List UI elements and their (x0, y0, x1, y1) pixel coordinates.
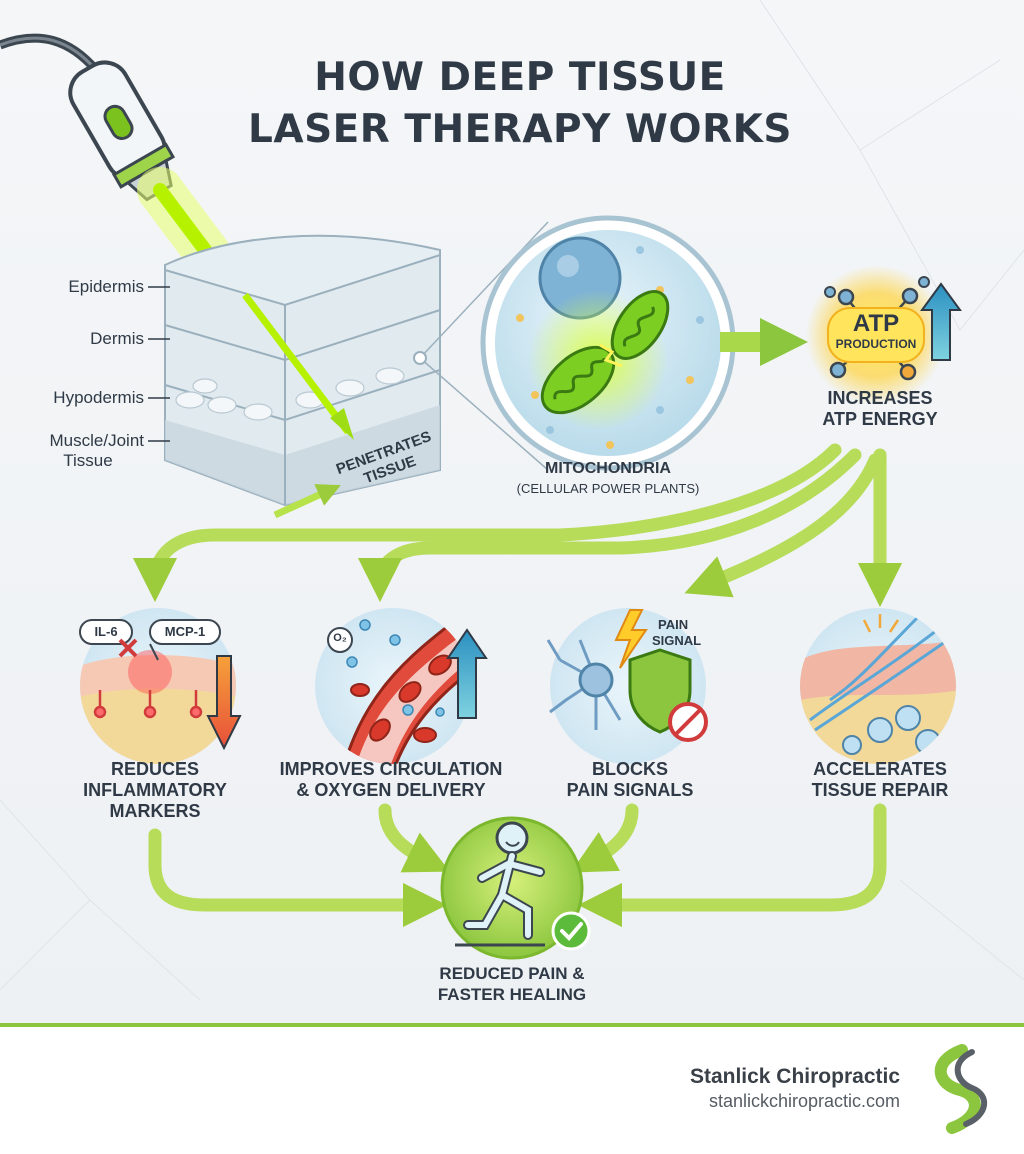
zoom-point (413, 351, 427, 365)
outcome-line-2: FASTER HEALING (437, 985, 587, 1004)
mitochondria-line-2: (CELLULAR POWER PLANTS) (516, 481, 700, 496)
pain-line-2: PAIN SIGNALS (566, 780, 694, 800)
label-mitochondria: MITOCHONDRIA (CELLULAR POWER PLANTS) (478, 459, 738, 499)
circulation-line-1: IMPROVES CIRCULATION (279, 759, 503, 779)
mitochondria-line-1: MITOCHONDRIA (545, 460, 671, 477)
atp-production-icon (806, 265, 946, 405)
marker-il6: IL-6 (94, 624, 118, 639)
zoom-lines (419, 221, 549, 471)
title-line-2: LASER THERAPY WORKS (248, 107, 792, 152)
label-atp-energy: INCREASES ATP ENERGY (800, 388, 960, 430)
o2-label: O₂ (333, 632, 347, 644)
atp-line-2: ATP ENERGY (822, 409, 938, 429)
label-dermis: Dermis (90, 329, 144, 348)
marker-mcp1: MCP-1 (164, 624, 206, 639)
layer-leader-lines (148, 286, 170, 442)
inflammation-line-2: INFLAMMATORY (83, 780, 227, 800)
outcome-running-person-icon (440, 816, 584, 960)
label-reduces-inflammatory-markers: REDUCES INFLAMMATORY MARKERS (60, 759, 250, 822)
repair-line-1: ACCELERATES (813, 759, 947, 779)
page-title: HOW DEEP TISSUE LASER THERAPY WORKS (200, 52, 840, 156)
pain-line-1: BLOCKS (592, 759, 668, 779)
pain-block-icon (546, 608, 708, 764)
pain-tag-line-2: SIGNAL (652, 633, 702, 648)
label-blocks-pain-signals: BLOCKS PAIN SIGNALS (540, 759, 720, 801)
inflammation-down-arrow-icon (206, 655, 242, 751)
title-line-1: HOW DEEP TISSUE (314, 55, 726, 100)
skin-layers-block (164, 234, 441, 507)
atp-badge-sub: PRODUCTION (835, 337, 917, 351)
circulation-up-arrow-icon (446, 628, 488, 719)
check-icon (551, 911, 591, 951)
label-muscle-line-1: Muscle/Joint (49, 431, 144, 450)
cell-magnified (480, 215, 736, 471)
brand-logo-icon (934, 1044, 987, 1134)
circulation-line-2: & OXYGEN DELIVERY (296, 780, 486, 800)
flow-arrows (132, 443, 903, 608)
pain-signal-tag: PAIN SIGNAL (652, 617, 742, 649)
background-lines (0, 0, 1024, 1001)
repair-line-2: TISSUE REPAIR (811, 780, 949, 800)
brand-name: Stanlick Chiropractic (689, 1065, 900, 1088)
label-hypodermis: Hypodermis (53, 388, 144, 407)
label-muscle-line-2: Tissue (63, 451, 113, 470)
mitochondria-icon (528, 290, 670, 430)
label-epidermis: Epidermis (68, 277, 144, 296)
label-muscle-joint: Muscle/Joint Tissue (4, 431, 144, 471)
pain-tag-line-1: PAIN (658, 617, 689, 632)
label-accelerates-tissue-repair: ACCELERATES TISSUE REPAIR (790, 759, 970, 801)
inflammation-line-3: MARKERS (109, 801, 201, 821)
atp-badge: ATP PRODUCTION (828, 310, 924, 352)
brand-url: stanlickchiropractic.com (708, 1091, 900, 1111)
label-improves-circulation: IMPROVES CIRCULATION & OXYGEN DELIVERY (276, 759, 506, 801)
tissue-repair-icon (800, 608, 956, 764)
footer (0, 1024, 1024, 1154)
arrow-to-atp-head (760, 318, 808, 366)
atp-up-arrow-icon (920, 282, 962, 361)
footer-divider (0, 1023, 1024, 1027)
outcome-flow-arrows (148, 803, 887, 928)
label-outcome: REDUCED PAIN & FASTER HEALING (402, 963, 622, 1005)
penetrates-arrow (273, 484, 341, 519)
outcome-line-1: REDUCED PAIN & (439, 964, 585, 983)
atp-line-1: INCREASES (827, 388, 933, 408)
inflammation-line-1: REDUCES (110, 759, 199, 779)
atp-badge-main: ATP (852, 310, 900, 337)
